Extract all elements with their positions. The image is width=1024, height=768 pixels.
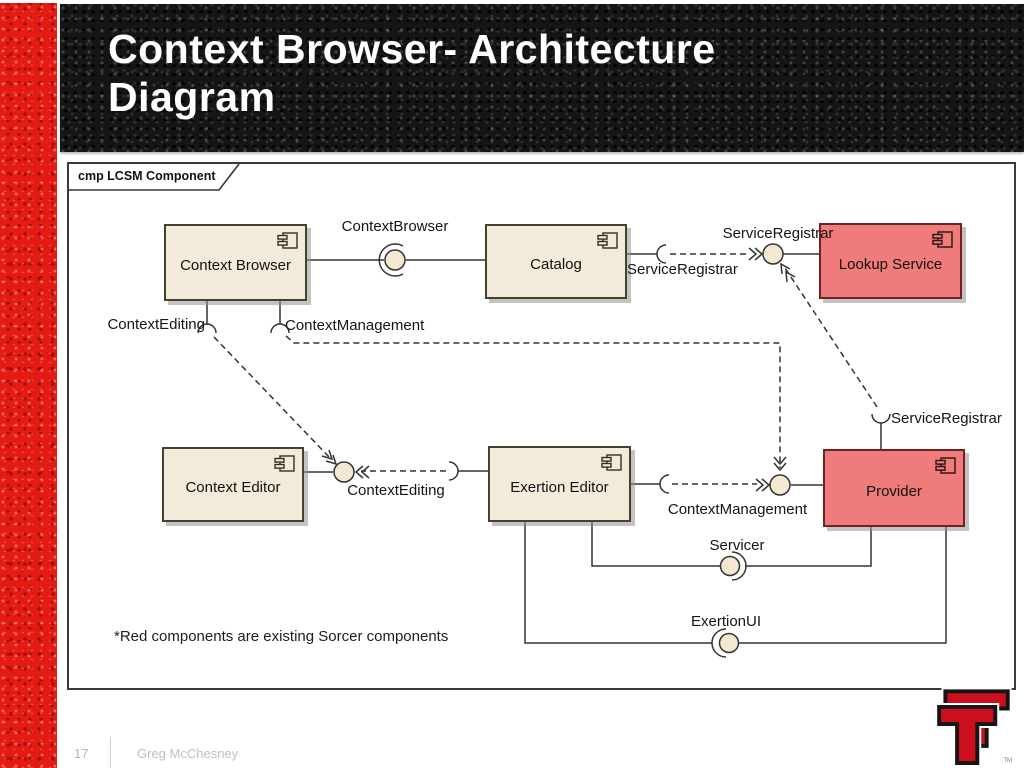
connector-contextmanagement-dependency [285, 335, 787, 472]
component-icon [601, 454, 622, 471]
label-servicer: Servicer [709, 537, 765, 554]
diagram-footnote: *Red components are existing Sorcer comp… [114, 628, 449, 645]
footer-divider [110, 737, 111, 768]
connector-contextediting-dependency [213, 336, 338, 466]
author-name: Greg McChesney [137, 746, 239, 761]
component-label: Provider [866, 482, 922, 500]
label-serviceregistrar-top: ServiceRegistrar [722, 225, 834, 242]
double-t-icon [935, 687, 1012, 767]
slide-accent-bar [0, 3, 57, 768]
component-label: Exertion Editor [510, 478, 609, 496]
component-icon [932, 231, 953, 248]
page-number: 17 [74, 746, 89, 761]
uml-component-diagram-frame: cmp LCSM Component Context Browser Catal… [67, 162, 1016, 690]
component-exertion-editor: Exertion Editor [488, 446, 631, 522]
connector-serviceregistrar-provider [780, 262, 891, 449]
connector-contextbrowser [307, 243, 485, 277]
connector-contextmanagement-socket [270, 301, 290, 334]
label-contextmanagement-top: ContextManagement [285, 317, 425, 334]
slide-title-line2: Diagram [108, 73, 276, 120]
component-lookup-service: Lookup Service [819, 223, 962, 299]
label-contextbrowser-interface: ContextBrowser [341, 218, 449, 235]
component-catalog: Catalog [485, 224, 627, 299]
frame-tab [69, 164, 240, 191]
slide-title-line1: Context Browser- Architecture [108, 26, 716, 72]
component-icon [935, 457, 956, 474]
connector-serviceregistrar-catalog-lookup [627, 243, 819, 265]
diagram-connectors [69, 164, 947, 658]
texas-tech-logo: TM [935, 687, 1014, 768]
label-serviceregistrar-mid: ServiceRegistrar [627, 261, 738, 278]
label-serviceregistrar-provider: ServiceRegistrar [891, 410, 1002, 427]
label-contextediting-top: ContextEditing [107, 316, 205, 333]
component-label: Catalog [530, 256, 582, 273]
label-contextediting-bottom: ContextEditing [347, 482, 445, 499]
connector-contextmanagement-assembly [631, 474, 823, 496]
component-provider: Provider [823, 449, 965, 527]
connector-servicer [591, 522, 872, 581]
component-label: Lookup Service [838, 255, 943, 273]
component-icon [277, 232, 298, 249]
connector-exertionui [524, 522, 947, 658]
connector-contextediting-assembly [304, 461, 488, 483]
component-label: Context Editor [185, 479, 281, 496]
label-contextmanagement-bottom: ContextManagement [667, 501, 808, 518]
component-icon [274, 455, 295, 472]
trademark-symbol: TM [1003, 758, 1012, 764]
component-icon [597, 232, 618, 249]
component-label: Context Browser [180, 257, 291, 274]
connector-contextediting-socket [197, 301, 217, 334]
component-context-browser: Context Browser [164, 224, 307, 301]
component-context-editor: Context Editor [162, 447, 304, 522]
frame-label: cmp LCSM Component [78, 169, 216, 183]
label-exertionui: ExertionUI [690, 613, 762, 630]
